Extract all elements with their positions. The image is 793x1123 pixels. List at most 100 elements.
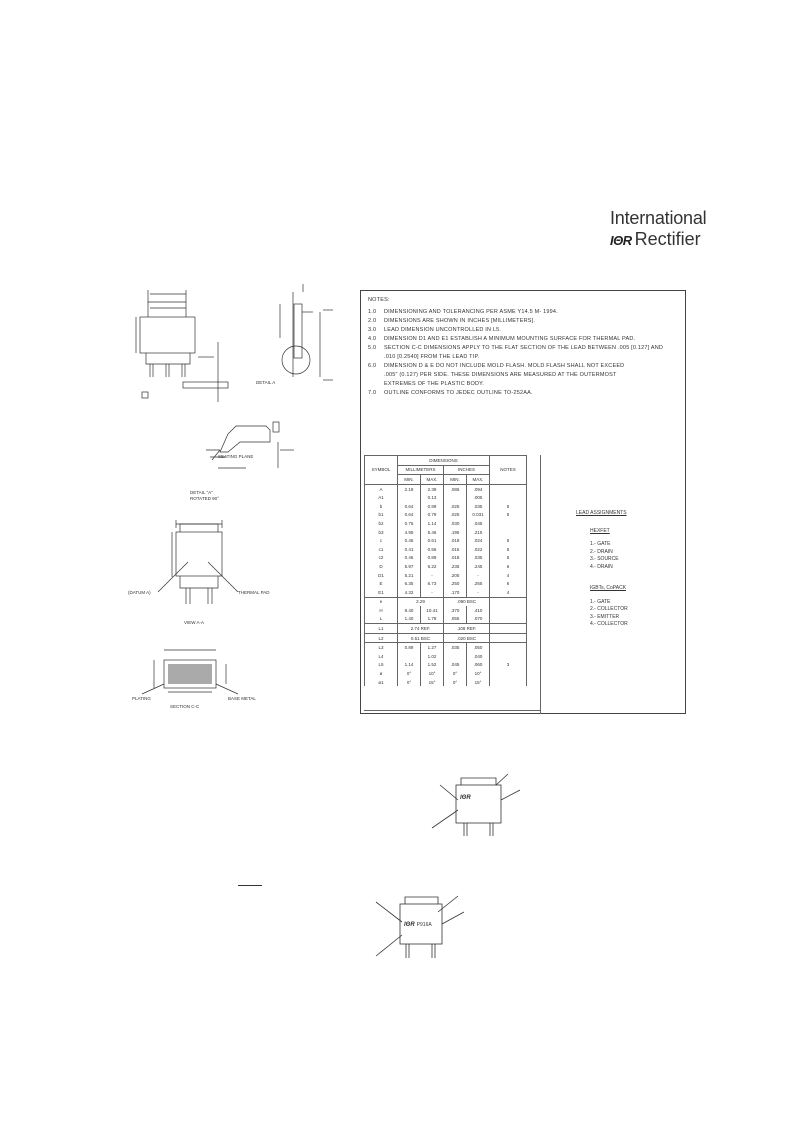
dimensions-table: SYMBOL DIMENSIONS NOTES MILLIMETERS INCH… bbox=[364, 455, 527, 687]
lead-column-divider bbox=[540, 455, 541, 714]
dim-in-min: .016 bbox=[443, 544, 467, 554]
dim-in-min: 0° bbox=[443, 677, 467, 687]
igbt-lead: 1.- GATE bbox=[590, 598, 611, 605]
dim-note: 5 bbox=[489, 553, 527, 563]
dim-in-value: .090 BSC bbox=[443, 596, 490, 607]
hexfet-lead: 4.- DRAIN bbox=[590, 563, 613, 570]
dim-mm-max: 0.89 bbox=[420, 501, 444, 511]
dim-in-max: .035 bbox=[466, 501, 490, 511]
dim-in-max: .094 bbox=[466, 484, 490, 494]
dim-mm-max: 0.56 bbox=[420, 544, 444, 554]
lead-assignments-title: LEAD ASSIGNMENTS bbox=[576, 510, 627, 516]
dim-note: 6 bbox=[489, 562, 527, 571]
dim-symbol: b2 bbox=[364, 519, 398, 528]
dim-in-max: .265 bbox=[466, 579, 490, 588]
dim-in-min: .195 bbox=[443, 527, 467, 537]
view-aa-caption: VIEW A-A bbox=[184, 620, 204, 625]
dim-mm-max: 1.78 bbox=[420, 614, 444, 624]
dim-mm-max: 10° bbox=[420, 669, 444, 678]
dim-note bbox=[489, 669, 527, 678]
igbt-title: IGBTs, CoPACK bbox=[590, 585, 627, 591]
igbt-lead: 3.- EMITTER bbox=[590, 613, 620, 620]
dim-note: 5 bbox=[489, 536, 527, 545]
dim-in-min: .370 bbox=[443, 606, 467, 615]
dim-in-min: .030 bbox=[443, 519, 467, 528]
dim-mm-max: - bbox=[420, 570, 444, 580]
dim-note bbox=[489, 606, 527, 615]
dim-mm-max: 0.13 bbox=[420, 493, 444, 502]
dim-symbol: c1 bbox=[364, 544, 398, 554]
dim-mm-min: 1.14 bbox=[397, 660, 421, 670]
note-line: .005" (0.127) PER SIDE. THESE DIMENSIONS… bbox=[384, 372, 617, 378]
dim-note: 3 bbox=[489, 660, 527, 670]
dim-symbol: L1 bbox=[364, 623, 398, 634]
dim-in-max: - bbox=[466, 587, 490, 597]
note-line: .010 [0.2540] FROM THE LEAD TIP. bbox=[384, 354, 480, 360]
table-bottom-rule bbox=[364, 710, 540, 711]
ior-marking-2: IΘR bbox=[404, 922, 415, 928]
notes-col-header: NOTES bbox=[489, 455, 527, 485]
ior-marking-1: IΘR bbox=[460, 795, 471, 801]
dim-in-value: .108 REF. bbox=[443, 623, 490, 634]
dim-note: 4 bbox=[489, 587, 527, 597]
hexfet-title: HEXFET bbox=[590, 527, 610, 534]
dim-in-min: .045 bbox=[443, 660, 467, 670]
package-outline-drawings: SEATING PLANE DETAIL A DETAIL "A" ROTATE… bbox=[128, 284, 333, 709]
mm-min-header: MIN. bbox=[397, 474, 421, 485]
in-min-header: MIN. bbox=[443, 474, 467, 485]
dim-in-min: .170 bbox=[443, 587, 467, 597]
datum-a-label: (DATUM A) bbox=[128, 590, 151, 595]
plating-label: PLATING bbox=[132, 696, 151, 701]
dim-note bbox=[489, 596, 527, 607]
dim-in-max: 15° bbox=[466, 677, 490, 687]
dim-mm-min: 0.46 bbox=[397, 536, 421, 545]
dim-in-min: .235 bbox=[443, 562, 467, 571]
dim-mm-min: 0.46 bbox=[397, 553, 421, 563]
dim-mm-max: 6.22 bbox=[420, 562, 444, 571]
hexfet-lead: 3.- SOURCE bbox=[590, 556, 619, 562]
dim-symbol: c2 bbox=[364, 553, 398, 563]
note-line: EXTREMES OF THE PLASTIC BODY. bbox=[384, 381, 485, 387]
dim-in-value: .020 BSC bbox=[443, 632, 490, 643]
dim-symbol: D bbox=[364, 562, 398, 571]
dim-mm-max: 6.73 bbox=[420, 579, 444, 588]
ior-logo-mark: IΘR bbox=[610, 233, 632, 248]
dim-mm-min bbox=[397, 652, 421, 661]
base-metal-label: BASE METAL bbox=[228, 696, 256, 701]
dim-note bbox=[489, 623, 527, 634]
dim-note: 5 bbox=[489, 510, 527, 520]
in-max-header: MAX. bbox=[466, 474, 490, 485]
seating-plane-label: SEATING PLANE bbox=[218, 454, 253, 459]
igbt-lead: 2.- COLLECTOR bbox=[590, 606, 628, 612]
dim-in-max: .215 bbox=[466, 527, 490, 537]
dim-symbol: b3 bbox=[364, 527, 398, 537]
dim-in-max: .022 bbox=[466, 544, 490, 554]
part-marking-example-1 bbox=[431, 773, 521, 836]
dim-mm-min: 1.40 bbox=[397, 614, 421, 624]
dim-mm-max: 0.61 bbox=[420, 536, 444, 545]
dim-symbol: ø1 bbox=[364, 677, 398, 687]
dim-in-min: 0° bbox=[443, 669, 467, 678]
dim-mm-min: 0° bbox=[397, 669, 421, 678]
dim-symbol: E1 bbox=[364, 587, 398, 597]
hexfet-lead: 1.- GATE bbox=[590, 541, 611, 547]
dim-in-min: .018 bbox=[443, 536, 467, 545]
dim-note bbox=[489, 484, 527, 494]
dim-note bbox=[489, 527, 527, 537]
dim-symbol: A bbox=[364, 484, 398, 494]
dim-note bbox=[489, 677, 527, 687]
dim-note bbox=[489, 632, 527, 643]
